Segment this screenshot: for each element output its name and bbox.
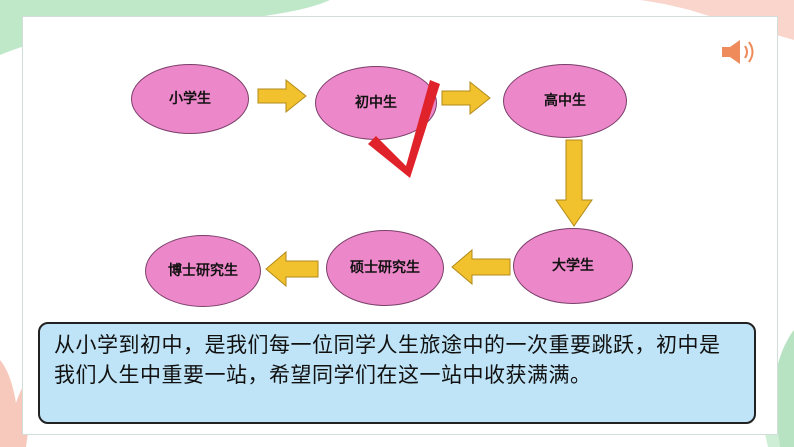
node-senior-student: 高中生 (503, 64, 627, 138)
arrow-junior-to-senior (441, 80, 491, 116)
node-label: 小学生 (169, 91, 211, 107)
speaker-icon[interactable] (718, 38, 758, 66)
node-label: 高中生 (544, 93, 586, 109)
caption-text: 从小学到初中，是我们每一位同学人生旅途中的一次重要跳跃，初中是我们人生中重要一站… (54, 333, 721, 387)
check-mark-icon (368, 80, 440, 178)
corner-swoosh-top-left (0, 0, 330, 55)
node-label: 硕士研究生 (350, 260, 420, 276)
arrow-master-to-doctor (265, 250, 319, 288)
node-label: 大学生 (552, 258, 594, 274)
node-label: 博士研究生 (168, 263, 238, 279)
arrow-primary-to-junior (257, 78, 307, 114)
caption-box: 从小学到初中，是我们每一位同学人生旅途中的一次重要跳跃，初中是我们人生中重要一站… (38, 322, 756, 424)
node-doctor-student: 博士研究生 (145, 235, 261, 307)
node-primary-student: 小学生 (131, 64, 249, 134)
node-label: 初中生 (355, 95, 397, 111)
arrow-college-to-master (451, 248, 511, 286)
node-master-student: 硕士研究生 (326, 230, 444, 306)
arrow-senior-to-college (555, 139, 593, 227)
node-college-student: 大学生 (513, 228, 633, 304)
corner-swoosh-top-right (640, 0, 794, 40)
node-junior-student: 初中生 (315, 66, 437, 140)
